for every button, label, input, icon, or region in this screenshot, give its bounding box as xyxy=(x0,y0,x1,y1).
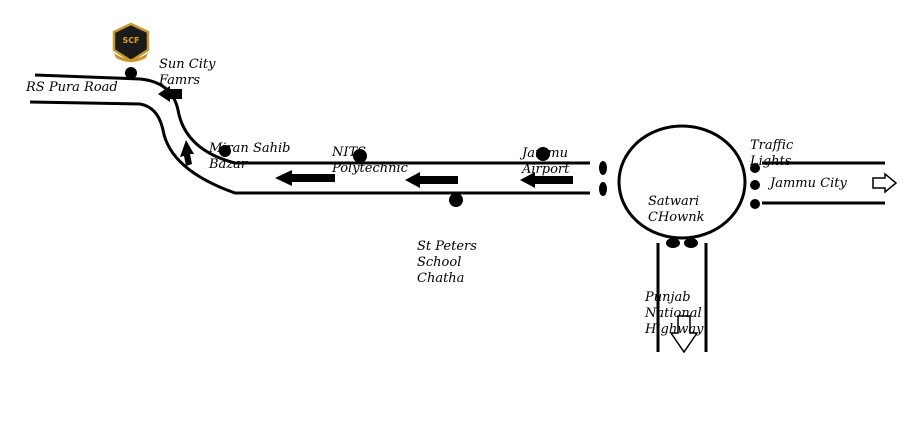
dot-miran-sahib xyxy=(219,145,231,157)
arrow-left-1 xyxy=(275,170,335,186)
dot-chowk-left-bottom xyxy=(599,182,607,196)
arrow-up-curve xyxy=(180,140,194,166)
logo-text: SCF xyxy=(122,36,140,45)
dot-st-peters xyxy=(449,193,463,207)
arrow-down-hollow xyxy=(669,315,699,354)
dot-traffic-3 xyxy=(750,199,760,209)
sun-city-logo: SCF xyxy=(110,22,152,63)
dot-chowk-left-top xyxy=(599,161,607,175)
road-edge-top xyxy=(34,73,590,165)
dot-sun-city xyxy=(125,67,137,79)
arrow-right-hollow xyxy=(872,172,898,194)
arrow-left-4 xyxy=(158,86,182,102)
dot-traffic-2 xyxy=(750,180,760,190)
road-edge-bottom xyxy=(29,100,590,195)
label-rs-pura-road: RS Pura Road xyxy=(26,80,118,95)
dot-nits xyxy=(353,149,367,163)
dot-highway-right xyxy=(684,238,698,248)
dot-traffic-1 xyxy=(750,163,760,173)
dot-highway-left xyxy=(666,238,680,248)
label-jammu-city: Jammu City xyxy=(770,176,847,191)
arrow-left-2 xyxy=(405,172,458,188)
arrow-left-3 xyxy=(520,172,573,188)
dot-airport xyxy=(536,147,550,161)
satwari-chowk-circle xyxy=(617,124,747,240)
